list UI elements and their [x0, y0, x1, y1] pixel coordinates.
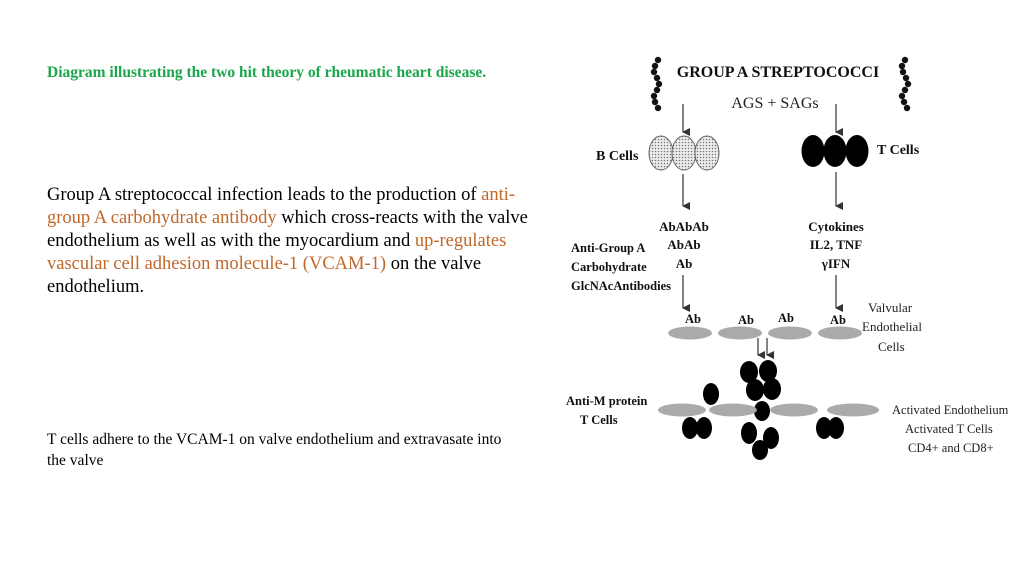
- diagram-subtitle: AGS + SAGs: [731, 95, 818, 112]
- para-text-1: Group A streptococcal infection leads to…: [47, 185, 482, 205]
- cytokine-line-1: Cytokines: [808, 219, 864, 234]
- anti-group-line-1: Anti-Group A: [571, 241, 645, 255]
- anti-group-line-3: GlcNAcAntibodies: [571, 279, 671, 293]
- highlight-antibody: anti-group A carbohydrate antibody: [47, 185, 516, 228]
- valvular-line-1: Valvular: [868, 300, 913, 315]
- ab-line-2: AbAb: [667, 237, 700, 252]
- activated-line-2: Activated T Cells: [905, 422, 993, 436]
- valvular-line-3: Cells: [878, 339, 905, 354]
- tcell-paragraph: T cells adhere to the VCAM-1 on valve en…: [47, 431, 502, 469]
- ab-label-3: Ab: [778, 311, 794, 325]
- ab-line-1: AbAbAb: [659, 219, 709, 234]
- activated-t-cells-icon: [682, 360, 844, 460]
- anti-group-line-2: Carbohydrate: [571, 260, 647, 274]
- b-cells-label: B Cells: [596, 149, 639, 164]
- ab-label-1: Ab: [685, 312, 701, 326]
- diagram-title: GROUP A STREPTOCOCCI: [677, 64, 879, 81]
- ab-label-4: Ab: [830, 313, 846, 327]
- activated-endothelium-icon: [658, 403, 879, 417]
- anti-m-line-2: T Cells: [580, 413, 618, 427]
- valvular-line-2: Endothelial: [862, 319, 922, 334]
- anti-m-line-1: Anti-M protein: [566, 394, 647, 408]
- ab-label-2: Ab: [738, 313, 754, 327]
- valvular-endothelial-cells-icon: [668, 326, 862, 340]
- b-cells-icon: [648, 135, 720, 171]
- t-cells-label: T Cells: [877, 143, 920, 158]
- slide-caption: Diagram illustrating the two hit theory …: [47, 64, 487, 81]
- streptococcus-chain-right-icon: [898, 56, 912, 112]
- cytokine-line-2: IL2, TNF: [810, 237, 863, 252]
- para-text-2: which cross-reacts with the valve endoth…: [47, 208, 528, 251]
- highlight-vcam: up-regulates vascular cell adhesion mole…: [47, 231, 507, 274]
- activated-line-3: CD4+ and CD8+: [908, 441, 994, 455]
- ab-line-3: Ab: [676, 256, 693, 271]
- streptococcus-chain-left-icon: [650, 56, 663, 112]
- t-cells-icon: [801, 135, 869, 167]
- activated-line-1: Activated Endothelium: [892, 403, 1009, 417]
- para-text-3: on the valve endothelium.: [47, 254, 482, 297]
- cytokine-line-3: γIFN: [821, 256, 851, 271]
- infection-paragraph: Group A streptococcal infection leads to…: [47, 184, 547, 299]
